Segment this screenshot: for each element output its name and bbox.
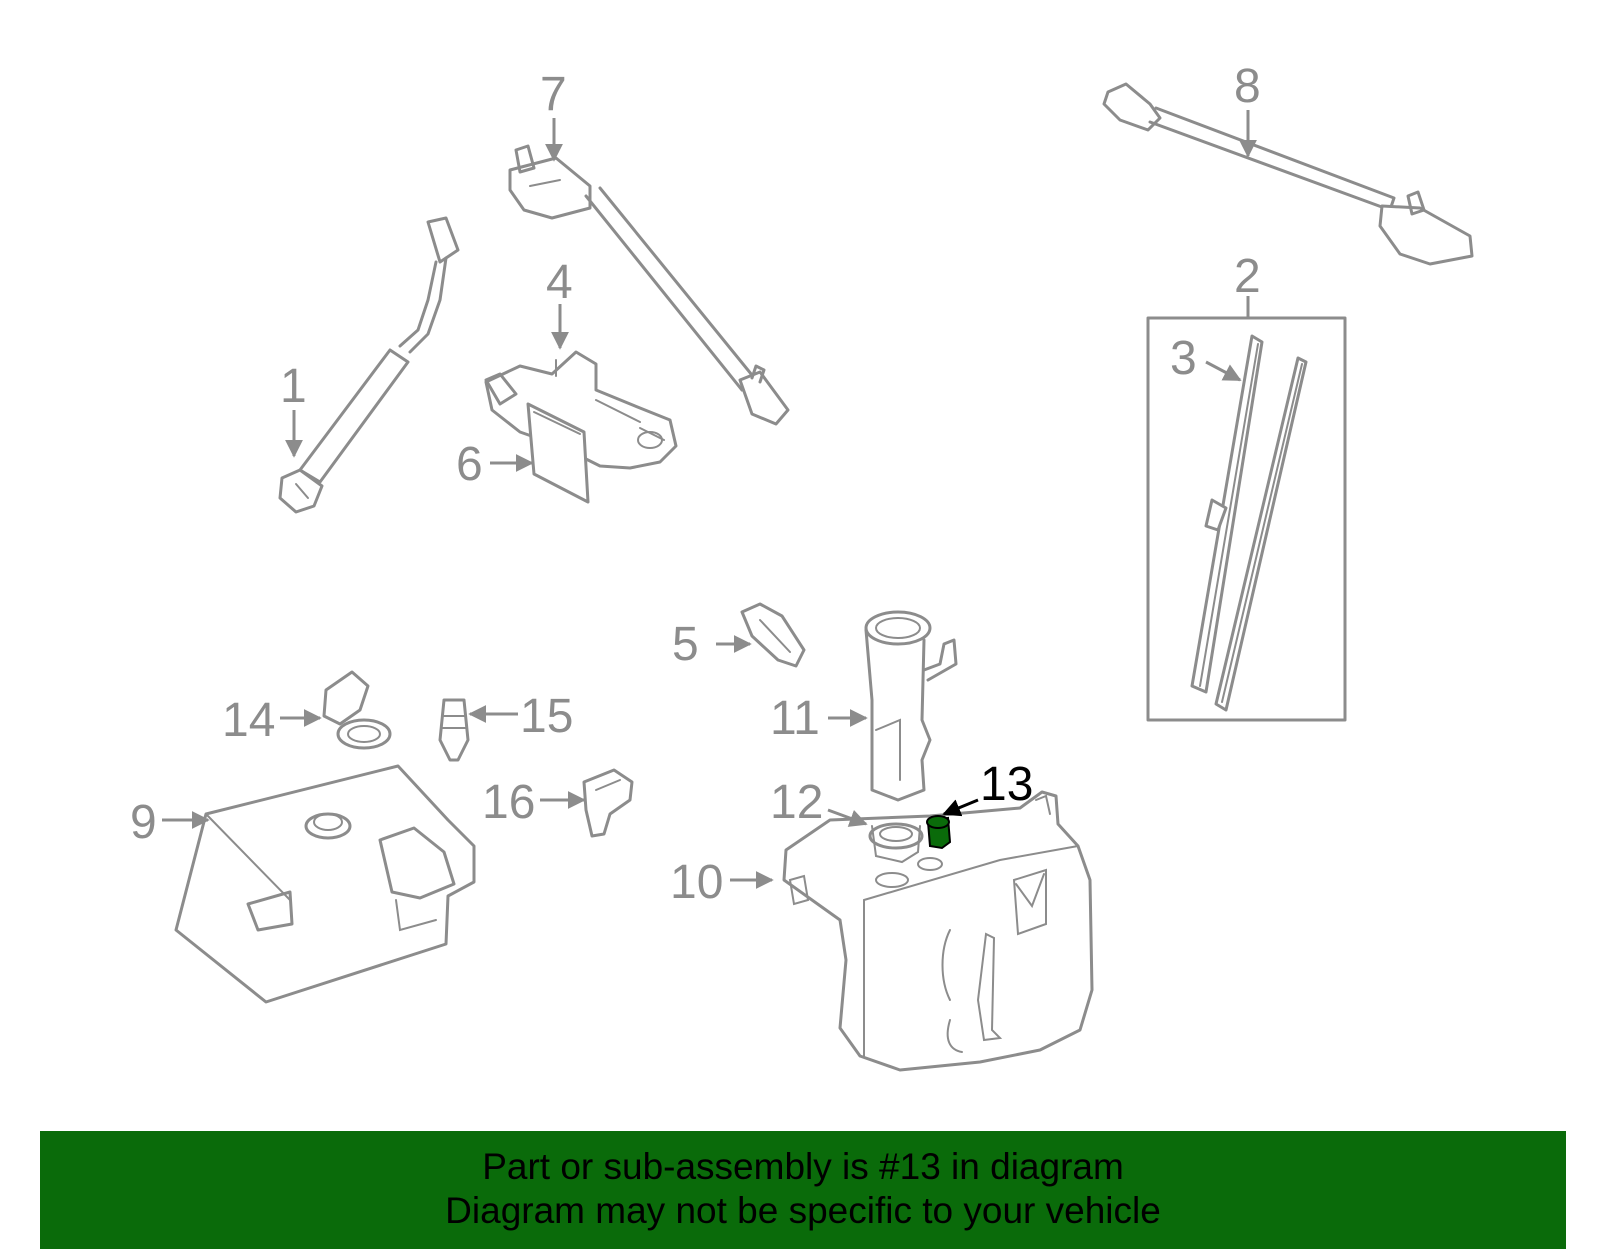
callout-6: 6	[456, 438, 483, 491]
part-7-linkage-arm	[508, 144, 790, 426]
callout-1: 1	[280, 360, 307, 413]
banner-line-part-info: Part or sub-assembly is #13 in diagram	[482, 1146, 1124, 1187]
part-16-connector	[582, 768, 634, 838]
part-9-reservoir-tank	[174, 764, 476, 1004]
part-8-linkage-bar	[1102, 82, 1474, 266]
part-12-seal-ring	[871, 825, 921, 864]
callout-12: 12	[770, 776, 823, 829]
callout-leaders	[162, 110, 1257, 889]
callout-5: 5	[672, 618, 699, 671]
callout-3: 3	[1170, 332, 1197, 385]
callout-7: 7	[540, 68, 567, 121]
info-banner: Part or sub-assembly is #13 in diagram D…	[40, 1131, 1566, 1249]
callout-numbers: 1 2 3 4 5 6 7 8 9 10 11 12 13 14 15 16	[130, 60, 1261, 909]
part-1-hose	[278, 216, 460, 514]
banner-line-disclaimer: Diagram may not be specific to your vehi…	[445, 1190, 1161, 1231]
callout-11: 11	[770, 692, 820, 745]
part-14-cap	[322, 670, 392, 750]
callout-10: 10	[670, 856, 723, 909]
callout-16: 16	[482, 776, 535, 829]
part-13-grommet-highlighted	[926, 815, 952, 850]
part-11-filler-neck	[864, 610, 958, 802]
part-5-nozzle	[740, 602, 806, 668]
callout-9: 9	[130, 796, 157, 849]
part-15-pump	[438, 698, 470, 762]
part-10-reservoir-tank	[782, 790, 1094, 1072]
callout-14: 14	[222, 694, 275, 747]
callout-15: 15	[520, 690, 573, 743]
callout-13: 13	[980, 758, 1033, 811]
callout-8: 8	[1234, 60, 1261, 113]
callout-2: 2	[1234, 250, 1261, 303]
callout-4: 4	[546, 256, 573, 309]
part-6-cover-plate	[526, 402, 590, 504]
